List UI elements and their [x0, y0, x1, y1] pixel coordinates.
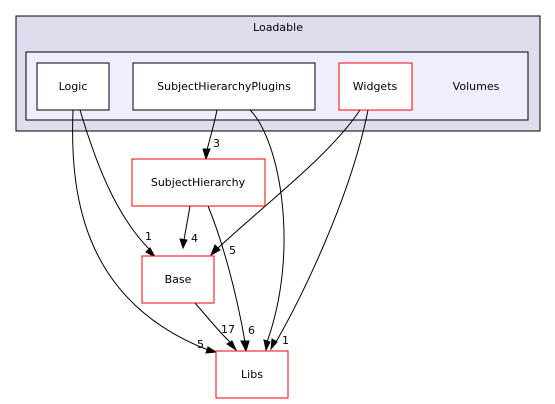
node-widgets[interactable]: Widgets	[338, 62, 413, 111]
node-logic[interactable]: Logic	[36, 62, 110, 111]
edge-plugins-to-subject-hierarchy[interactable]: 3	[202, 109, 220, 161]
node-logic-label: Logic	[59, 80, 88, 93]
edge-label-5-logic-libs: 5	[197, 338, 204, 351]
cluster-volumes-label: Volumes	[453, 80, 500, 93]
edges: 3 1 4 5 17 6	[72, 109, 369, 354]
edge-base-to-libs[interactable]: 17	[194, 302, 238, 352]
edge-subject-hierarchy-to-base[interactable]: 4	[179, 205, 198, 250]
edge-label-1-logic-base: 1	[145, 230, 152, 243]
node-subject-hierarchy-plugins-label: SubjectHierarchyPlugins	[157, 80, 291, 93]
edge-subject-hierarchy-to-libs[interactable]: 6	[207, 205, 255, 353]
node-subject-hierarchy-label: SubjectHierarchy	[151, 176, 246, 189]
node-subject-hierarchy-plugins[interactable]: SubjectHierarchyPlugins	[132, 62, 316, 111]
edge-plugins-to-libs[interactable]	[249, 109, 285, 352]
node-libs[interactable]: Libs	[215, 350, 289, 399]
edge-logic-to-base[interactable]: 1	[79, 109, 157, 259]
edge-label-6: 6	[248, 324, 255, 337]
edge-widgets-to-libs[interactable]: 1	[270, 109, 369, 351]
edge-widgets-to-base[interactable]: 5	[210, 109, 361, 257]
node-widgets-label: Widgets	[353, 80, 398, 93]
cluster-loadable-label: Loadable	[253, 21, 303, 34]
node-subject-hierarchy[interactable]: SubjectHierarchy	[131, 158, 266, 207]
edge-label-4: 4	[191, 232, 198, 245]
node-base[interactable]: Base	[141, 255, 215, 304]
edge-label-5-widgets-base: 5	[229, 244, 236, 257]
node-libs-label: Libs	[241, 368, 263, 381]
node-base-label: Base	[165, 273, 192, 286]
edge-logic-to-libs[interactable]: 5	[72, 109, 218, 354]
edge-label-3: 3	[213, 137, 220, 150]
edge-label-17: 17	[221, 323, 235, 336]
edge-label-1-to-libs: 1	[282, 334, 289, 347]
